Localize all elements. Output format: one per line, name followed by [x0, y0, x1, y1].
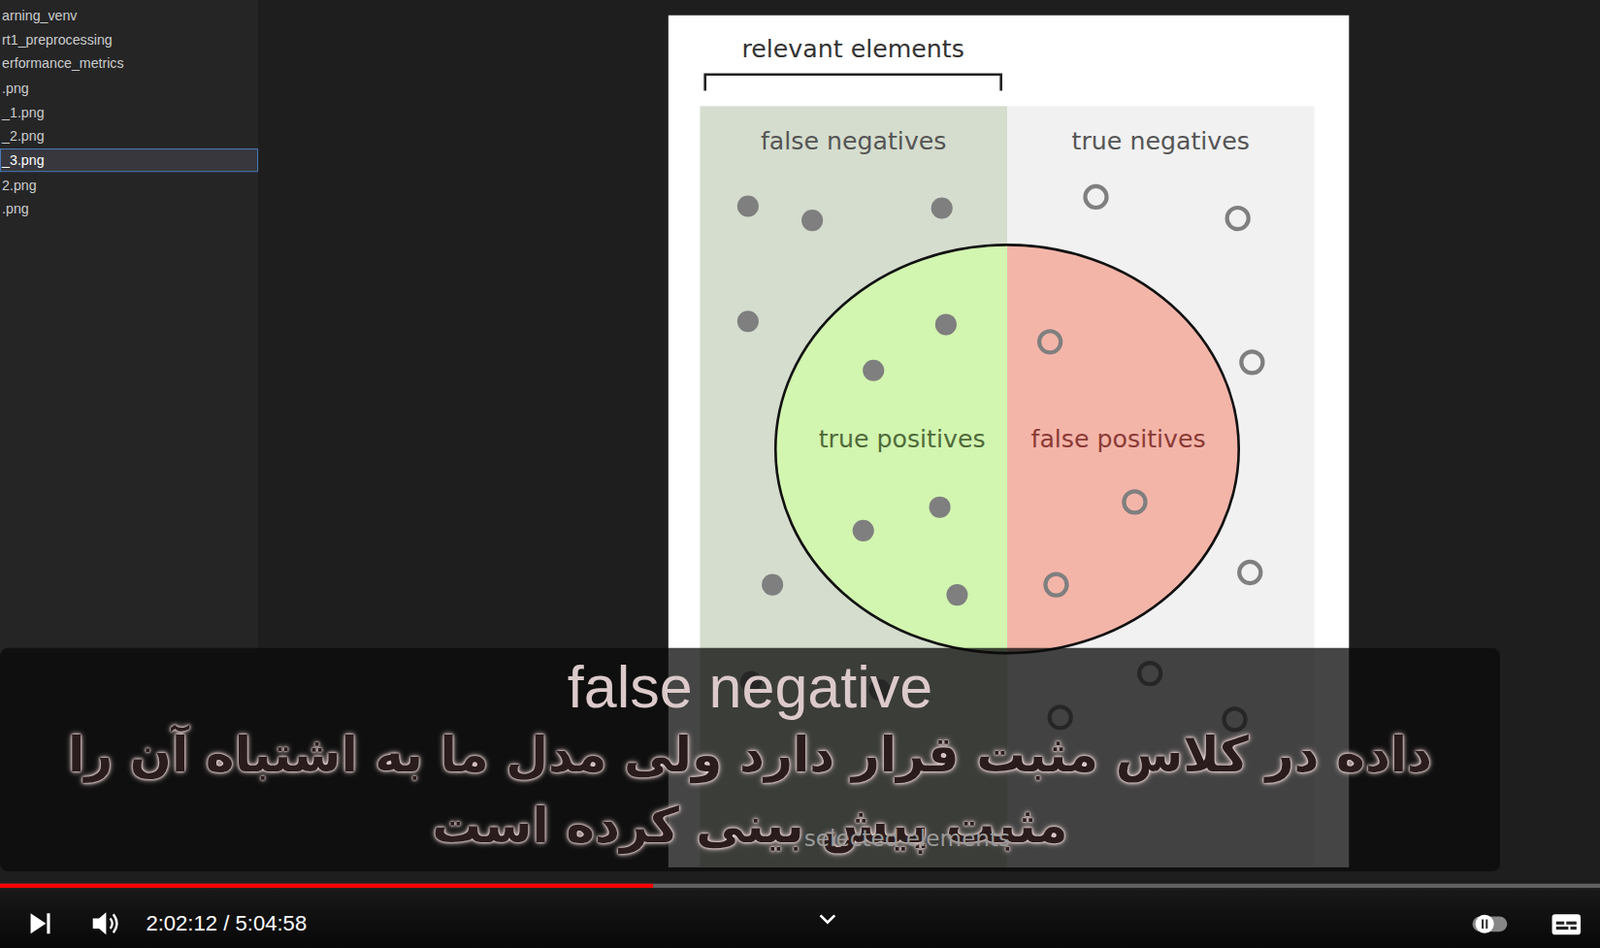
- subtitle-term: false negative: [20, 653, 1480, 719]
- file-sidebar: [0, 0, 259, 654]
- captions-button: [1556, 921, 1565, 925]
- label-slot: _2.png: [1, 128, 44, 145]
- filled-dot: [931, 196, 953, 219]
- hollow-dot: [1123, 490, 1145, 513]
- hollow-dot: [1044, 574, 1067, 596]
- control-bar: [0, 889, 1600, 948]
- region-name: true positives: [818, 424, 986, 454]
- filled-dot: [737, 195, 759, 217]
- next-button: [31, 913, 47, 934]
- next-button: [46, 913, 50, 934]
- label-slot: _3.png: [1, 153, 44, 170]
- hollow-dot: [1227, 207, 1249, 229]
- filled-dot: [929, 496, 951, 519]
- hollow-dot: [1039, 330, 1061, 353]
- progress-bar: [0, 883, 654, 888]
- filled-dot: [946, 584, 968, 606]
- filled-dot: [862, 359, 884, 382]
- filled-dot: [935, 313, 957, 335]
- label-slot: arning_venv: [1, 7, 77, 25]
- autoplay-toggle: [1475, 914, 1495, 934]
- ellipse-outline: [1007, 244, 1240, 654]
- captions-button: [1566, 921, 1577, 925]
- hollow-dot: [1084, 186, 1107, 208]
- progress-bar: [0, 883, 1600, 888]
- region-name: false positives: [1031, 424, 1207, 454]
- next-button: [31, 913, 51, 934]
- progress-bar: [0, 883, 1600, 888]
- filled-dot: [852, 520, 875, 542]
- captions-button: [1570, 926, 1577, 930]
- half-ellipse: [775, 244, 1008, 654]
- label-slot: 2:02:12 / 5:04:58: [145, 911, 307, 937]
- file-name: rt1_preprocessing: [1, 32, 113, 50]
- region-heading: true negatives: [1007, 126, 1315, 156]
- selected-half: true positives: [775, 244, 1008, 654]
- bracket: [705, 74, 1002, 92]
- captions-button: [1552, 914, 1581, 935]
- filled-dot: [801, 209, 823, 231]
- file-name: .png: [1, 200, 30, 218]
- label-slot: .png: [1, 200, 30, 218]
- captions-button: [1552, 914, 1581, 935]
- volume-button: [93, 912, 118, 935]
- autoplay-toggle: [1472, 914, 1508, 934]
- subtitle-text: داده در کلاس مثبت قرار دارد ولی مدل ما ب…: [20, 718, 1480, 861]
- file-name: _1.png: [1, 104, 44, 122]
- file-name: _2.png: [1, 128, 44, 145]
- label-slot: relevant elements: [741, 33, 964, 64]
- file-name: 2.png: [1, 177, 37, 195]
- filled-dot: [737, 310, 759, 332]
- file-name: _3.png: [1, 153, 44, 170]
- chevron-icon: [820, 914, 836, 922]
- file-name: erformance_metrics: [1, 56, 124, 73]
- file-name: .png: [1, 80, 30, 98]
- autoplay-toggle: [1485, 919, 1488, 929]
- time-display: 2:02:12 / 5:04:58: [145, 911, 307, 937]
- circle-label: selected elements: [804, 825, 1011, 853]
- chevron-icon: [820, 914, 836, 922]
- label-slot: 2.png: [1, 177, 37, 195]
- region-heading: false negatives: [699, 126, 1008, 156]
- file-name: arning_venv: [1, 7, 77, 25]
- ellipse-outline: [775, 244, 1008, 654]
- selected-half: false positives: [1007, 244, 1240, 654]
- volume-button: [110, 917, 113, 929]
- subtitle-box: false negativeداده در کلاس مثبت قرار دار…: [0, 648, 1501, 872]
- bracket-label: relevant elements: [741, 33, 964, 64]
- captions-button: [1556, 926, 1569, 930]
- label-slot: _1.png: [1, 104, 44, 122]
- half-ellipse: [1007, 244, 1240, 654]
- hollow-dot: [1239, 561, 1261, 584]
- label-slot: erformance_metrics: [1, 56, 124, 73]
- autoplay-toggle: [1481, 919, 1484, 929]
- hollow-dot: [1240, 351, 1263, 373]
- file-sidebar: [0, 0, 259, 654]
- control-bar: [0, 889, 1600, 948]
- volume-button: [93, 912, 107, 935]
- volume-button: [113, 914, 118, 933]
- label-slot: .png: [1, 80, 30, 98]
- filled-dot: [761, 574, 784, 596]
- label-slot: rt1_preprocessing: [1, 32, 113, 50]
- file-sidebar: [0, 149, 259, 172]
- label-slot: selected elements: [804, 825, 1011, 853]
- bracket: [705, 74, 1002, 92]
